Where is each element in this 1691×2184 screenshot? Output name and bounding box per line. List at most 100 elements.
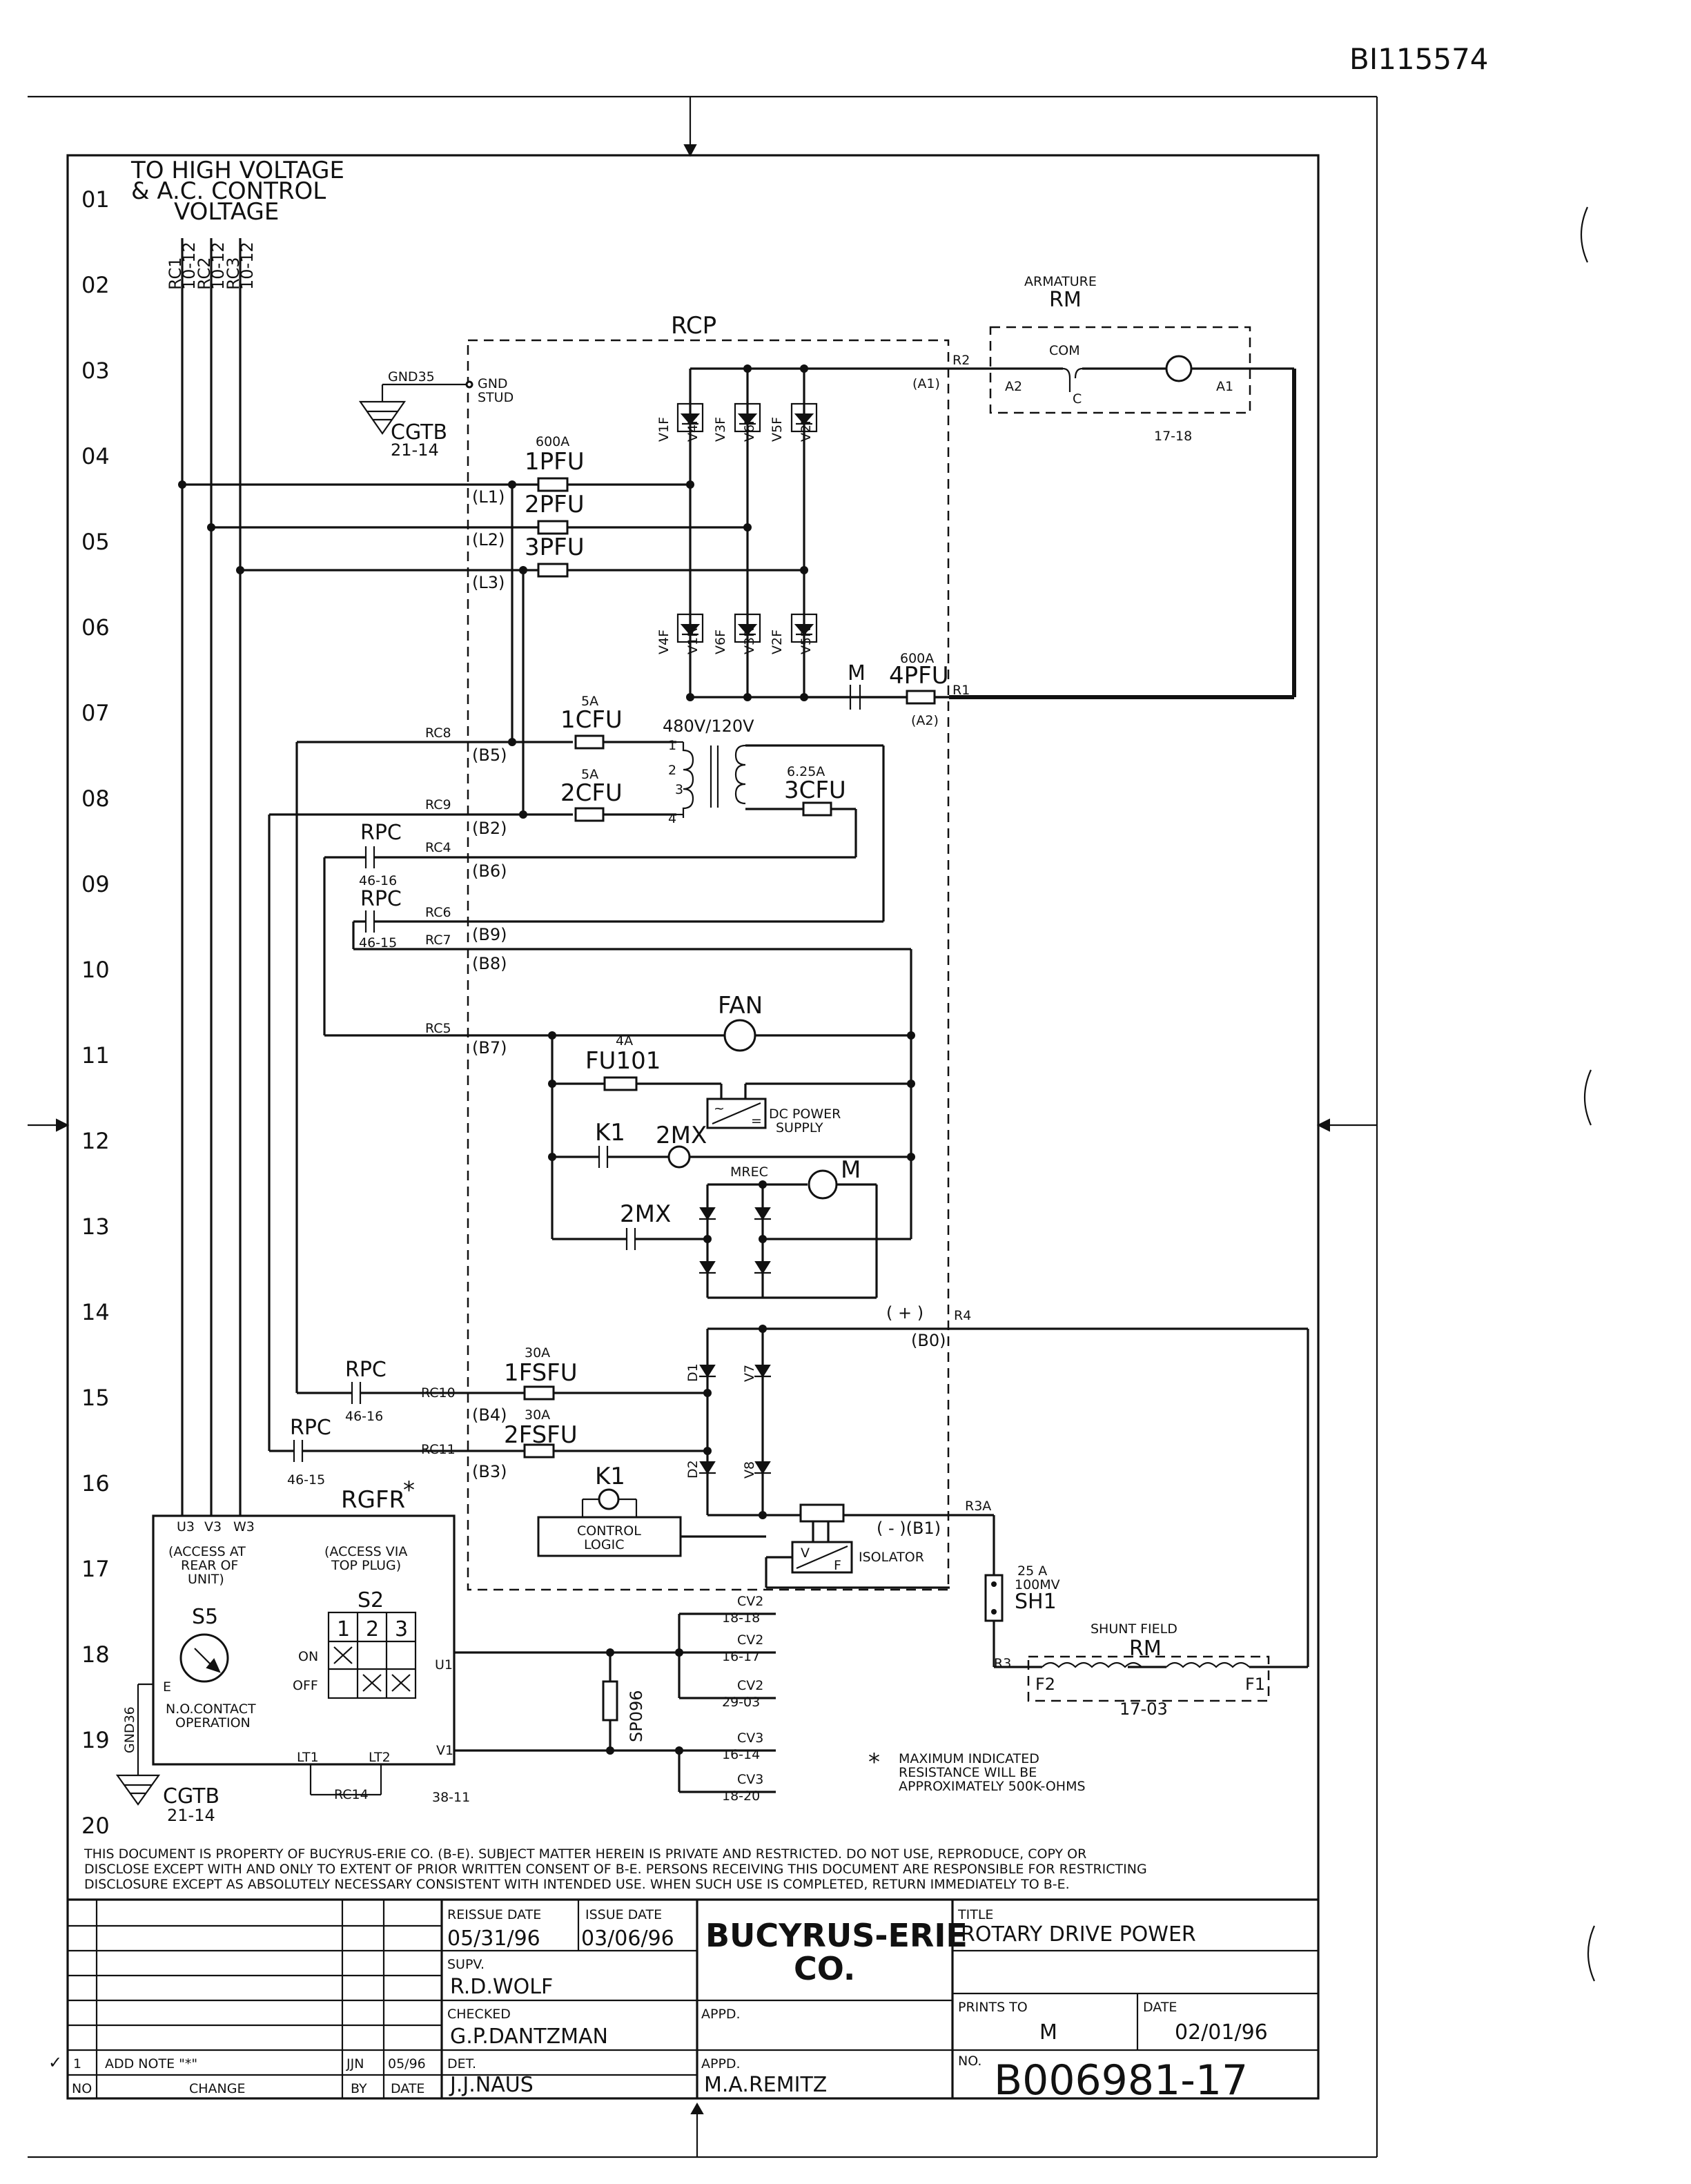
svg-text:ARMATURE: ARMATURE [1024,274,1097,289]
row-number: 04 [81,443,110,469]
svg-text:PRINTS TO: PRINTS TO [958,2000,1028,2015]
svg-text:ISSUE DATE: ISSUE DATE [585,1907,662,1922]
svg-text:V3R: V3R [742,628,757,654]
svg-text:RC8: RC8 [425,725,451,741]
svg-text:25 A: 25 A [1017,1563,1047,1579]
svg-text:ADD NOTE "*": ADD NOTE "*" [105,2056,197,2071]
svg-text:OFF: OFF [293,1678,318,1693]
scr-pairs-bottom: V4F V1R V6F V3R V2F V5R [656,613,818,654]
svg-text:JJN: JJN [346,2056,364,2071]
svg-text:V4F: V4F [656,630,672,654]
svg-text:(A1): (A1) [912,376,940,391]
svg-text:M: M [848,661,866,685]
svg-text:CONTROL: CONTROL [577,1523,641,1539]
sh1-label: SH1 [1015,1590,1057,1614]
svg-text:THIS DOCUMENT IS PROPERTY OF B: THIS DOCUMENT IS PROPERTY OF BUCYRUS-ERI… [84,1846,1086,1862]
svg-text:F1: F1 [1245,1675,1265,1694]
svg-text:V8: V8 [742,1461,757,1479]
fuse-1cfu-label: 1CFU [560,706,623,734]
svg-text:V1: V1 [436,1743,453,1758]
svg-text:DISCLOSURE EXCEPT AS ABSOLUTEL: DISCLOSURE EXCEPT AS ABSOLUTELY NECESSAR… [84,1877,1070,1892]
svg-text:( - )(B1): ( - )(B1) [877,1519,941,1538]
svg-text:2MX: 2MX [656,1122,707,1149]
svg-text:V6R: V6R [742,416,757,442]
svg-text:(B5): (B5) [472,745,507,765]
svg-text:✓: ✓ [48,2053,62,2072]
svg-text:LT1: LT1 [297,1750,319,1765]
svg-text:17-18: 17-18 [1154,429,1192,444]
row-number: 11 [81,1042,110,1069]
svg-text:16-17: 16-17 [722,1649,760,1664]
svg-text:V5F: V5F [770,417,785,442]
mrec-rectifier: MREC M [699,1156,911,1299]
fuse-2pfu-label: 2PFU [525,491,585,518]
svg-text:V4R: V4R [685,416,701,442]
svg-text:CHECKED: CHECKED [447,2007,511,2022]
rcp-terminal-labels: (B5) (B2) (B6) (B9) (B8) (B7) (B4) (B3) [472,745,507,1481]
svg-text:(B7): (B7) [472,1038,507,1057]
svg-text:RPC: RPC [360,821,402,845]
fuse-fu101-label: FU101 [585,1047,661,1075]
svg-text:COM: COM [1049,343,1080,358]
row-number: 01 [81,186,110,213]
svg-text:1: 1 [73,2056,81,2071]
sheet-frame [28,95,1378,2158]
rpc-contacts: RPC 46-16 RPC 46-15 [268,742,469,1451]
row-number: 09 [81,871,110,897]
svg-text:U3: U3 [177,1519,195,1534]
row-number: 14 [81,1299,110,1325]
isolator-shunt-box [799,1503,845,1523]
supervisor: R.D.WOLF [450,1975,553,1999]
row-number: 18 [81,1641,110,1668]
svg-text:4: 4 [668,811,676,826]
armature: ARMATURE RM COM A2 A1 C 17-18 [949,274,1296,699]
reissue-date: 05/31/96 [447,1927,540,1951]
svg-text:05/96: 05/96 [388,2056,426,2071]
scr-pairs-top: V1F V4R V3F V6R V5F V2R [656,402,818,442]
row-number: 02 [81,272,110,298]
svg-text:4A: 4A [616,1033,633,1049]
svg-text:*: * [868,1748,880,1776]
ground-bottom: GND36 CGTB 21-14 [115,1683,219,1825]
svg-text:21-14: 21-14 [167,1806,215,1825]
row-number: 08 [81,786,110,812]
row-number: 10 [81,957,110,983]
disclaimer: THIS DOCUMENT IS PROPERTY OF BUCYRUS-ERI… [84,1846,1147,1892]
svg-text:RC4: RC4 [425,840,451,855]
svg-text:& A.C. CONTROL: & A.C. CONTROL [131,177,326,205]
svg-text:DISCLOSE EXCEPT WITH AND ONLY: DISCLOSE EXCEPT WITH AND ONLY TO EXTENT … [84,1862,1147,1877]
svg-text:R2: R2 [952,353,970,368]
approved-by: M.A.REMITZ [704,2073,827,2097]
svg-text:M: M [841,1156,861,1184]
svg-text:V3F: V3F [713,417,728,442]
svg-text:MAXIMUM INDICATED: MAXIMUM INDICATED [899,1751,1039,1766]
svg-text:CHANGE: CHANGE [189,2081,246,2096]
row-number: 13 [81,1213,110,1240]
svg-text:RPC: RPC [345,1358,387,1382]
svg-text:LOGIC: LOGIC [584,1537,624,1552]
row-number: 07 [81,700,110,726]
svg-text:( + ): ( + ) [886,1303,923,1323]
svg-text:D1: D1 [685,1363,701,1382]
drawing-number: B006981-17 [994,2056,1248,2105]
svg-text:30A: 30A [525,1345,550,1361]
source-label: TO HIGH VOLTAGE & A.C. CONTROL VOLTAGE [130,157,344,226]
svg-text:V2F: V2F [770,630,785,654]
row-number: 06 [81,614,110,641]
svg-text:2MX: 2MX [620,1200,671,1228]
svg-text:TITLE: TITLE [957,1907,993,1922]
svg-text:46-16: 46-16 [345,1409,383,1424]
svg-text:GND36: GND36 [122,1706,137,1753]
svg-text:MREC: MREC [730,1164,768,1180]
svg-text:CV2: CV2 [737,1594,763,1609]
svg-text:V2R: V2R [799,416,814,442]
wire-labels: RC8 RC9 RC4 RC6 RC7 RC5 RC10 RC11 [421,725,456,1457]
row-number: 16 [81,1470,110,1496]
svg-text:RPC: RPC [290,1416,331,1440]
svg-text:(B3): (B3) [472,1462,507,1481]
svg-text:GND35: GND35 [388,369,435,384]
svg-text:480V/120V: 480V/120V [663,716,754,736]
svg-text:R3A: R3A [965,1499,991,1514]
document-id: BI115574 [1349,42,1489,76]
